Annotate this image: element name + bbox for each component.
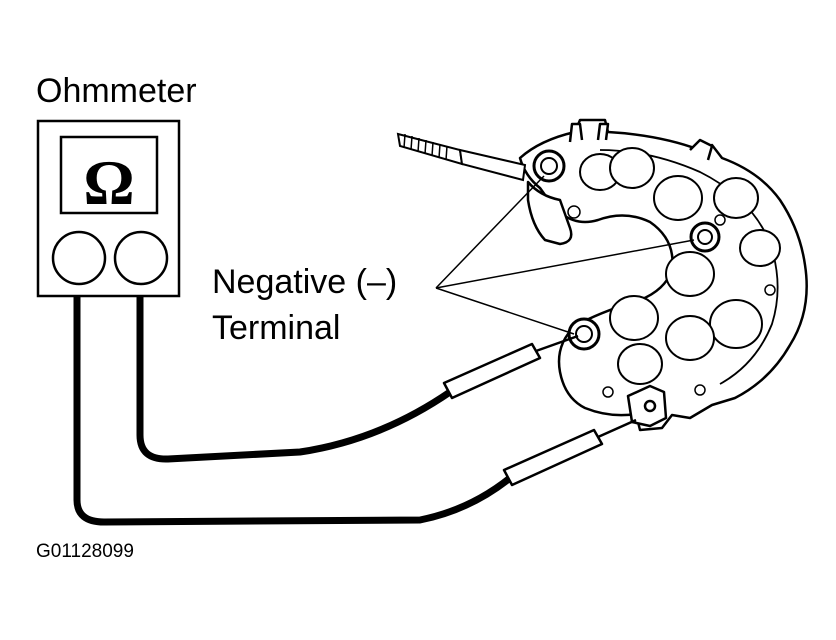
ohmmeter-icon: Ω — [36, 119, 181, 298]
test-lead-wire-1 — [136, 292, 454, 463]
stud-threads — [403, 133, 448, 161]
ohmmeter-jack-right — [113, 230, 169, 286]
terminal-tab — [689, 138, 714, 161]
ohmmeter-display — [59, 135, 159, 215]
leader-line-2 — [435, 239, 695, 289]
bolt-hole — [602, 386, 614, 398]
diode-pocket — [617, 343, 663, 385]
probe-2-tip — [597, 418, 637, 439]
negative-terminal-3-core — [575, 325, 593, 343]
bolt-hole — [567, 205, 581, 219]
rectifier-arm — [526, 180, 573, 246]
probe-1-handle — [442, 342, 542, 400]
leader-line-1 — [435, 175, 545, 289]
diode-pocket — [665, 315, 715, 361]
test-probe-2 — [502, 418, 637, 487]
ohmmeter-label: Ohmmeter — [36, 72, 197, 110]
diode-pocket — [713, 177, 759, 219]
diode-pocket — [609, 295, 659, 341]
negative-terminal-label: Negative (–) — [212, 263, 398, 301]
test-lead-wire-2 — [73, 292, 514, 526]
diode-pocket — [709, 299, 763, 349]
bolt-hole — [714, 214, 726, 226]
test-probe-icon — [442, 334, 637, 487]
probe-1-tip — [535, 334, 579, 353]
figure-code: G01128099 — [36, 541, 134, 562]
ohm-symbol: Ω — [83, 147, 134, 218]
terminal-stud-icon — [532, 149, 721, 351]
terminal-bracket-hole — [643, 399, 657, 413]
callout-leaders — [435, 175, 695, 335]
diode-pocket — [653, 175, 703, 221]
rectifier-assembly-icon — [518, 118, 808, 432]
threaded-stud — [396, 132, 464, 166]
leader-line-3 — [435, 287, 575, 335]
diode-pocket — [739, 229, 781, 267]
negative-terminal-1-core — [540, 157, 558, 175]
diode-pockets — [579, 147, 781, 385]
negative-terminal-2-core — [697, 229, 713, 245]
ohmmeter-jack-left — [51, 230, 107, 286]
bolt-hole — [694, 384, 706, 396]
terminal-tab — [568, 122, 610, 143]
stud-shaft — [458, 148, 527, 182]
bolt-holes — [567, 205, 776, 398]
test-lead-wires — [73, 292, 514, 526]
test-probe-1 — [442, 334, 579, 400]
terminal-label: Terminal — [212, 309, 341, 347]
threaded-stud-icon — [396, 132, 527, 182]
diode-pocket — [665, 251, 715, 297]
diode-pocket — [609, 147, 655, 189]
probe-2-handle — [502, 428, 604, 487]
bolt-hole — [764, 284, 776, 296]
